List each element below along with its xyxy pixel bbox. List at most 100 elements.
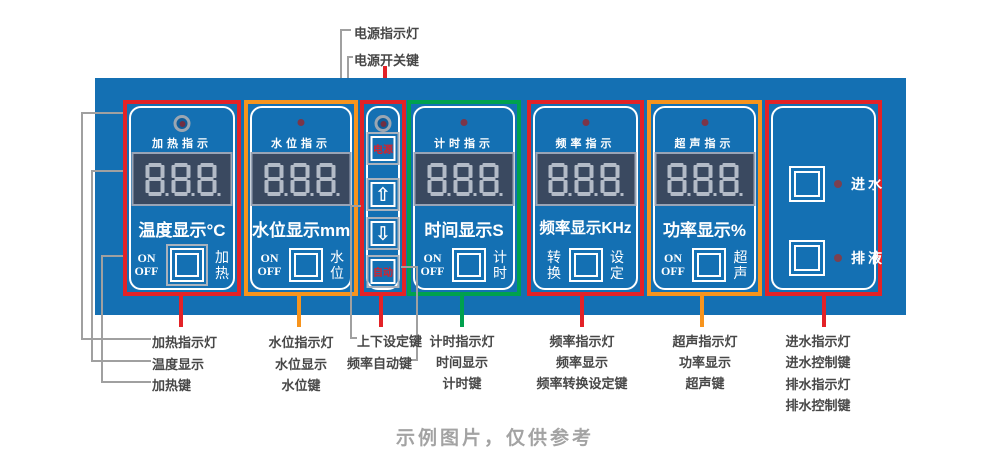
- heating-key-frame: [165, 244, 208, 286]
- connector-line: [350, 205, 352, 338]
- water-level-display-label: 水位显示mm: [252, 221, 351, 240]
- section-valves-inner: 进水 排液: [771, 106, 882, 290]
- water-inlet-label: 进水: [851, 176, 885, 192]
- down-arrow-icon: ⇩: [370, 221, 396, 246]
- label-frequency-switch-set-key: 频率转换设定键: [536, 376, 628, 391]
- connector-line: [91, 170, 132, 172]
- label-heating-indicator-light: 加热指示灯: [152, 335, 218, 350]
- ultrasonic-indicator-label: 超声指示: [674, 138, 735, 150]
- section-frequency-inner: 频率指示 频率显示KHz 转换 设定: [533, 106, 638, 290]
- heating-key-button[interactable]: [169, 248, 204, 282]
- pointer-line-timing: [460, 296, 464, 327]
- down-set-button[interactable]: ⇩: [366, 217, 400, 250]
- time-display-label: 时间显示S: [424, 221, 504, 240]
- label-frequency-display: 频率显示: [555, 355, 609, 370]
- label-water-level-key: 水位键: [281, 378, 321, 393]
- connector-line: [101, 381, 151, 383]
- label-drain-control-key: 排水控制键: [785, 398, 851, 413]
- label-inlet-control-key: 进水控制键: [785, 355, 851, 370]
- pointer-line-water-level: [297, 296, 301, 327]
- water-inlet-indicator-light: [834, 180, 842, 188]
- label-up-down-set-key: 上下设定键: [357, 334, 423, 349]
- connector-line: [410, 359, 418, 361]
- label-temperature-display: 温度显示: [152, 357, 205, 372]
- timing-key-button[interactable]: [451, 248, 486, 282]
- temperature-display-label: 温度显示°C: [138, 221, 226, 240]
- frequency-set-button[interactable]: [568, 248, 603, 282]
- power-display: [654, 152, 755, 206]
- water-level-key-label: 水位: [330, 249, 344, 281]
- connector-line: [101, 255, 103, 383]
- connector-line: [81, 338, 151, 340]
- up-set-button[interactable]: ⇧: [366, 178, 400, 211]
- power-switch-button[interactable]: 电源: [366, 132, 400, 165]
- pointer-line-valves: [822, 296, 826, 327]
- connector-line: [347, 56, 353, 58]
- label-ultrasonic-indicator-light: 超声指示灯: [672, 334, 738, 349]
- ultrasonic-indicator-light: [701, 119, 708, 126]
- drain-label: 排液: [851, 250, 885, 266]
- up-arrow-icon: ⇧: [370, 182, 396, 207]
- power-indicator-light: [374, 115, 392, 132]
- connector-line: [401, 266, 418, 268]
- label-timing-key: 计时键: [442, 376, 482, 391]
- timing-indicator-light: [460, 119, 468, 126]
- frequency-display: [535, 152, 636, 206]
- label-water-level-display: 水位显示: [274, 357, 328, 372]
- frequency-auto-button[interactable]: 自动: [366, 255, 400, 288]
- caption-text: 示例图片，仅供参考: [395, 428, 594, 449]
- connector-line: [340, 29, 342, 114]
- frequency-set-label: 设定: [610, 249, 624, 281]
- label-inlet-indicator-light: 进水指示灯: [785, 334, 851, 349]
- pointer-line-ultrasonic: [700, 296, 704, 327]
- connector-line: [350, 337, 357, 339]
- heating-indicator-light: [173, 115, 191, 132]
- ultrasonic-key-button[interactable]: [692, 248, 726, 282]
- label-power-display: 功率显示: [678, 355, 732, 370]
- frequency-switch-label: 转换: [547, 249, 561, 281]
- label-time-display: 时间显示: [435, 355, 489, 370]
- water-level-indicator-light: [297, 119, 305, 126]
- timing-indicator-label: 计时指示: [434, 138, 494, 150]
- connector-line: [81, 112, 83, 340]
- heating-indicator-label: 加热指示: [152, 138, 212, 150]
- pointer-line-heating: [179, 296, 183, 327]
- drain-indicator-light: [834, 254, 842, 262]
- water-level-display: [250, 152, 352, 206]
- label-water-level-indicator-light: 水位指示灯: [268, 335, 334, 350]
- connector-line: [350, 205, 361, 207]
- heating-key-label: 加热: [215, 249, 229, 281]
- pointer-line-frequency: [580, 296, 584, 327]
- pointer-line-power-keys: [379, 296, 383, 327]
- connector-line: [416, 266, 418, 360]
- label-timing-indicator-light: 计时指示灯: [429, 334, 495, 349]
- water-level-key-button[interactable]: [288, 248, 323, 282]
- temperature-display: [131, 152, 233, 206]
- label-power-switch-key: 电源开关键: [354, 53, 420, 68]
- water-inlet-button[interactable]: [789, 166, 825, 202]
- frequency-display-label: 频率显示KHz: [539, 220, 632, 237]
- section-valves: 进水 排液: [765, 100, 882, 296]
- drain-button[interactable]: [789, 240, 825, 276]
- label-ultrasonic-key: 超声键: [685, 376, 725, 391]
- water-level-indicator-label: 水位指示: [271, 138, 331, 150]
- connector-line: [91, 360, 151, 362]
- label-heating-key: 加热键: [152, 378, 192, 393]
- section-frequency: 频率指示 频率显示KHz 转换 设定: [527, 100, 644, 296]
- label-drain-indicator-light: 排水指示灯: [785, 377, 851, 392]
- ultrasonic-key-label: 超声: [733, 249, 748, 281]
- label-frequency-auto-key: 频率自动键: [347, 356, 413, 371]
- label-frequency-indicator-light: 频率指示灯: [549, 334, 615, 349]
